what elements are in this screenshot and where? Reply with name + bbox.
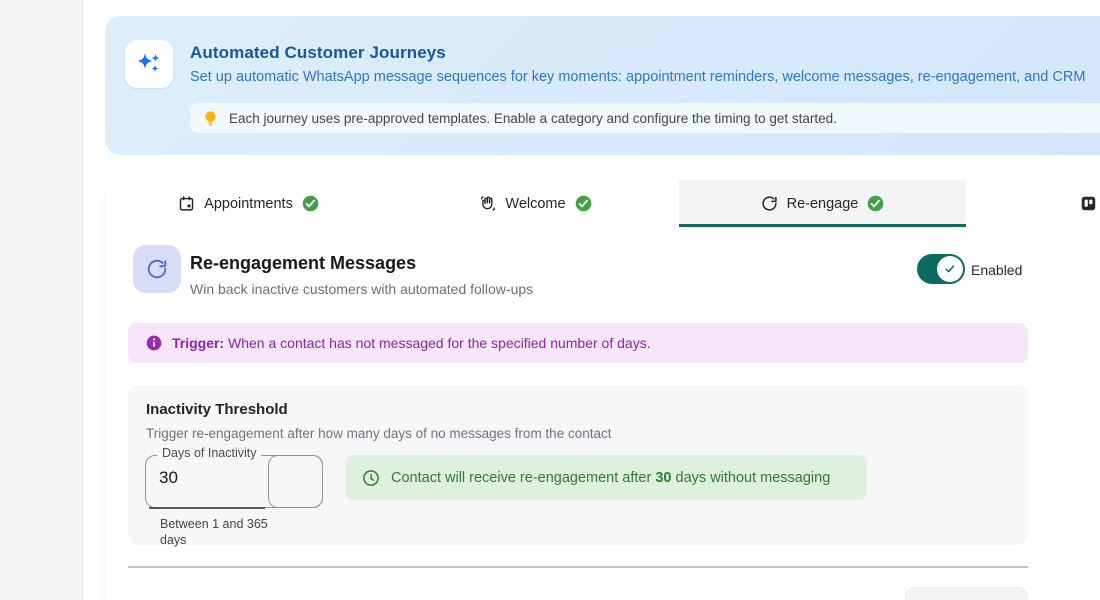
tip-bar: Each journey uses pre-approved templates… <box>190 103 1100 133</box>
check-circle-icon <box>302 195 319 212</box>
trigger-text: Trigger: When a contact has not messaged… <box>172 335 651 351</box>
sparkles-icon <box>125 40 173 88</box>
section-title: Re-engagement Messages <box>190 253 417 273</box>
check-circle-icon <box>575 195 592 212</box>
status-days: 30 <box>655 469 672 486</box>
clock-icon <box>362 469 380 487</box>
tip-text: Each journey uses pre-approved templates… <box>229 110 837 126</box>
journey-tabs: Appointments Welcome <box>105 180 1100 227</box>
inactivity-threshold-card: Inactivity Threshold Trigger re-engageme… <box>128 385 1028 547</box>
refresh-icon <box>761 195 778 212</box>
banner-subtitle: Set up automatic WhatsApp message sequen… <box>190 69 1086 85</box>
calendar-icon <box>178 195 195 212</box>
tab-label: Re-engage <box>786 195 859 212</box>
trigger-label: Trigger: <box>172 335 225 351</box>
tab-label: Appointments <box>204 195 293 212</box>
days-of-inactivity-field: Days of Inactivity <box>145 446 323 509</box>
field-label: Days of Inactivity <box>157 446 262 460</box>
info-icon <box>146 335 162 351</box>
kanban-icon <box>1080 195 1097 212</box>
field-helper-text: Between 1 and 365 days <box>160 517 268 548</box>
tab-re-engage[interactable]: Re-engage <box>679 180 966 227</box>
waving-hand-icon <box>479 195 496 212</box>
tab-crm[interactable]: CRM <box>966 180 1100 227</box>
days-of-inactivity-input[interactable] <box>159 468 254 488</box>
section-subtitle: Win back inactive customers with automat… <box>190 281 534 297</box>
automated-journeys-banner: Automated Customer Journeys Set up autom… <box>105 16 1100 155</box>
field-underline <box>149 507 265 509</box>
trigger-banner: Trigger: When a contact has not messaged… <box>128 323 1028 363</box>
banner-title: Automated Customer Journeys <box>190 43 446 62</box>
divider <box>128 566 1028 568</box>
tab-appointments[interactable]: Appointments <box>105 180 392 227</box>
lightbulb-icon <box>203 110 218 127</box>
enabled-toggle[interactable] <box>917 254 965 284</box>
tab-welcome[interactable]: Welcome <box>392 180 679 227</box>
journeys-card: Appointments Welcome <box>105 180 1100 600</box>
status-text: Contact will receive re-engagement after… <box>391 469 831 486</box>
tab-label: Welcome <box>505 195 566 212</box>
check-circle-icon <box>867 195 884 212</box>
re-engagement-status-box: Contact will receive re-engagement after… <box>345 455 867 500</box>
bottom-cutoff-button[interactable] <box>905 587 1028 600</box>
left-gutter <box>0 0 83 600</box>
field-inner-outline <box>268 455 323 508</box>
re-engage-refresh-icon <box>133 245 181 293</box>
toggle-knob-check-icon <box>937 256 963 282</box>
toggle-label: Enabled <box>971 262 1023 278</box>
threshold-title: Inactivity Threshold <box>146 401 288 418</box>
threshold-description: Trigger re-engagement after how many day… <box>146 426 612 441</box>
